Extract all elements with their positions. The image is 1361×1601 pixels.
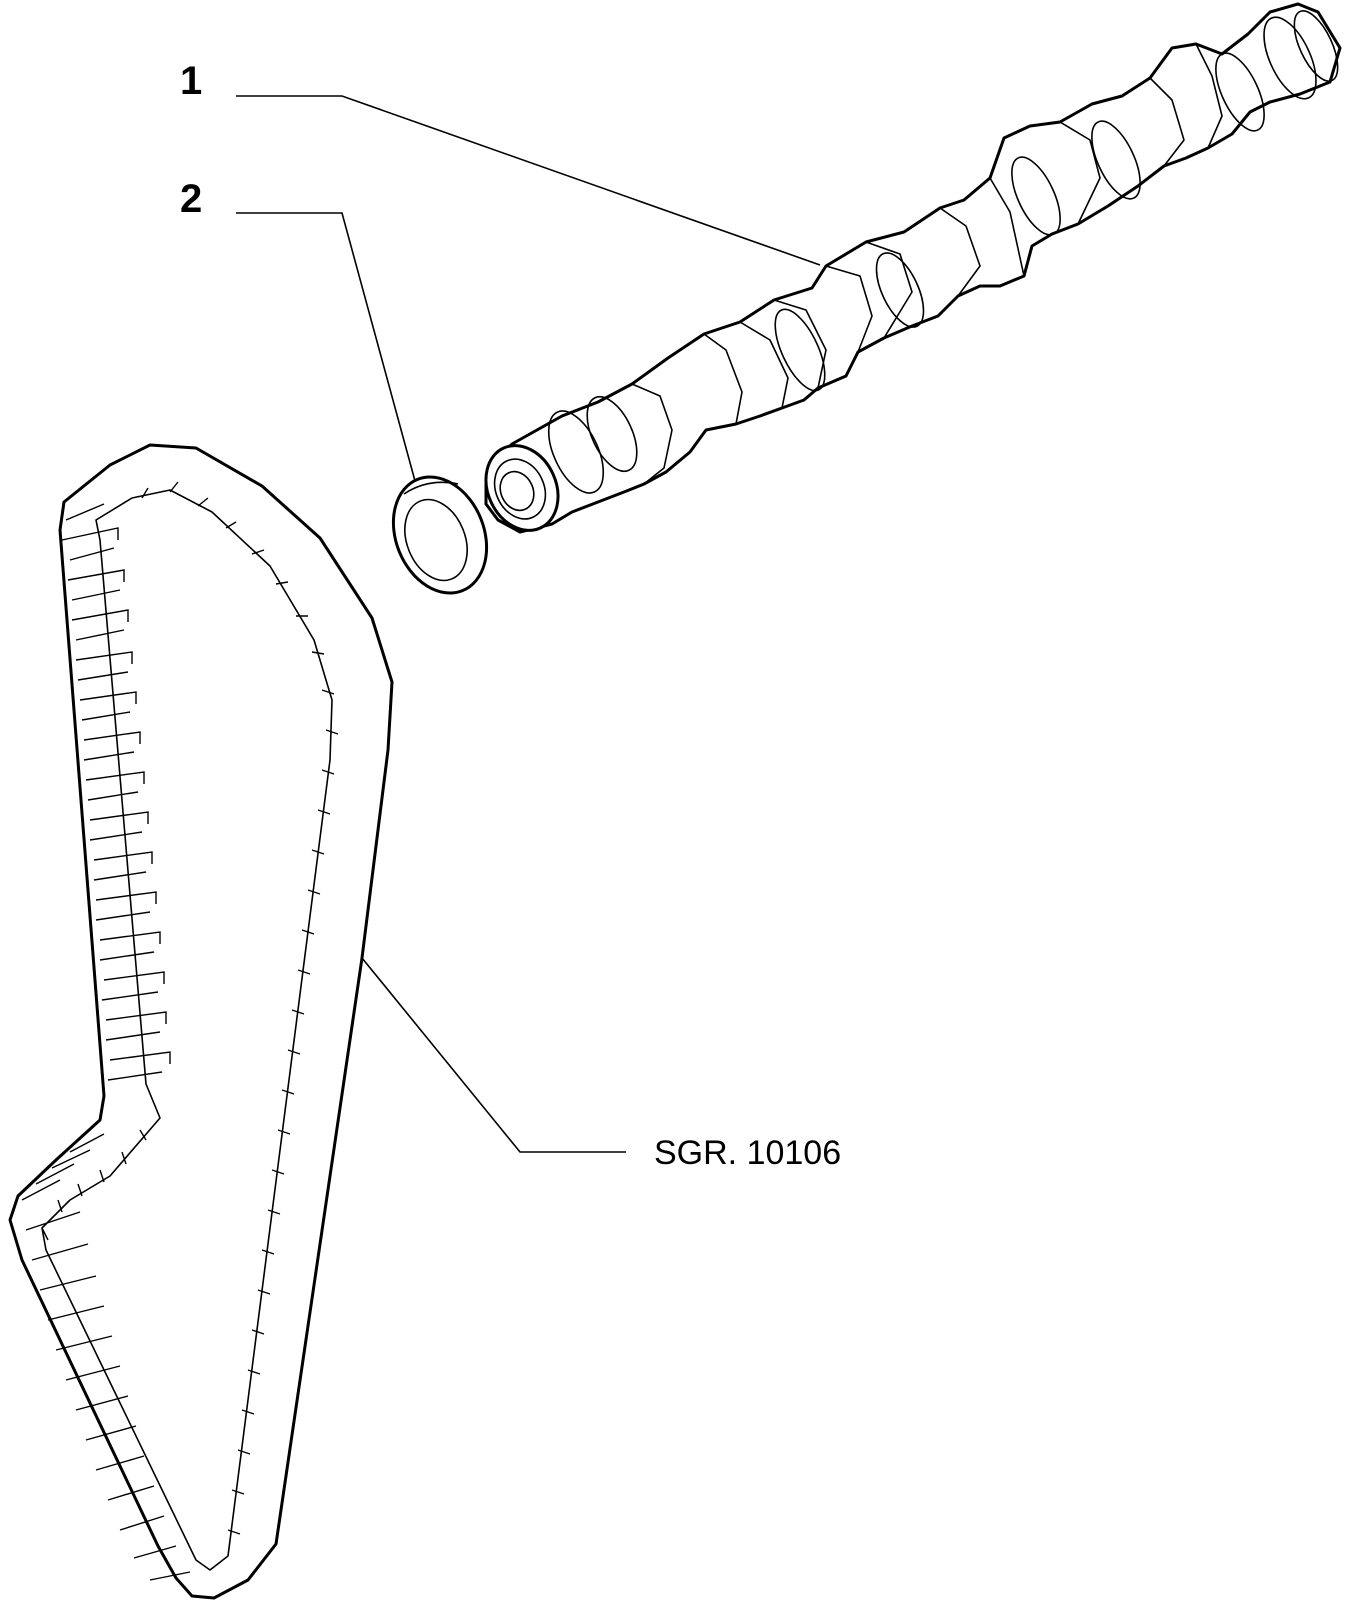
camshaft (484, 2, 1342, 534)
reference-leader-line (361, 957, 626, 1153)
callout-2-leader-line (236, 212, 419, 493)
callout-number-1: 1 (180, 59, 202, 103)
timing-belt (8, 443, 394, 1600)
callout-1-leader-line (236, 95, 821, 266)
callout-number-2: 2 (180, 177, 202, 221)
reference-label: SGR. 10106 (654, 1134, 841, 1172)
seal-ring (391, 475, 489, 595)
